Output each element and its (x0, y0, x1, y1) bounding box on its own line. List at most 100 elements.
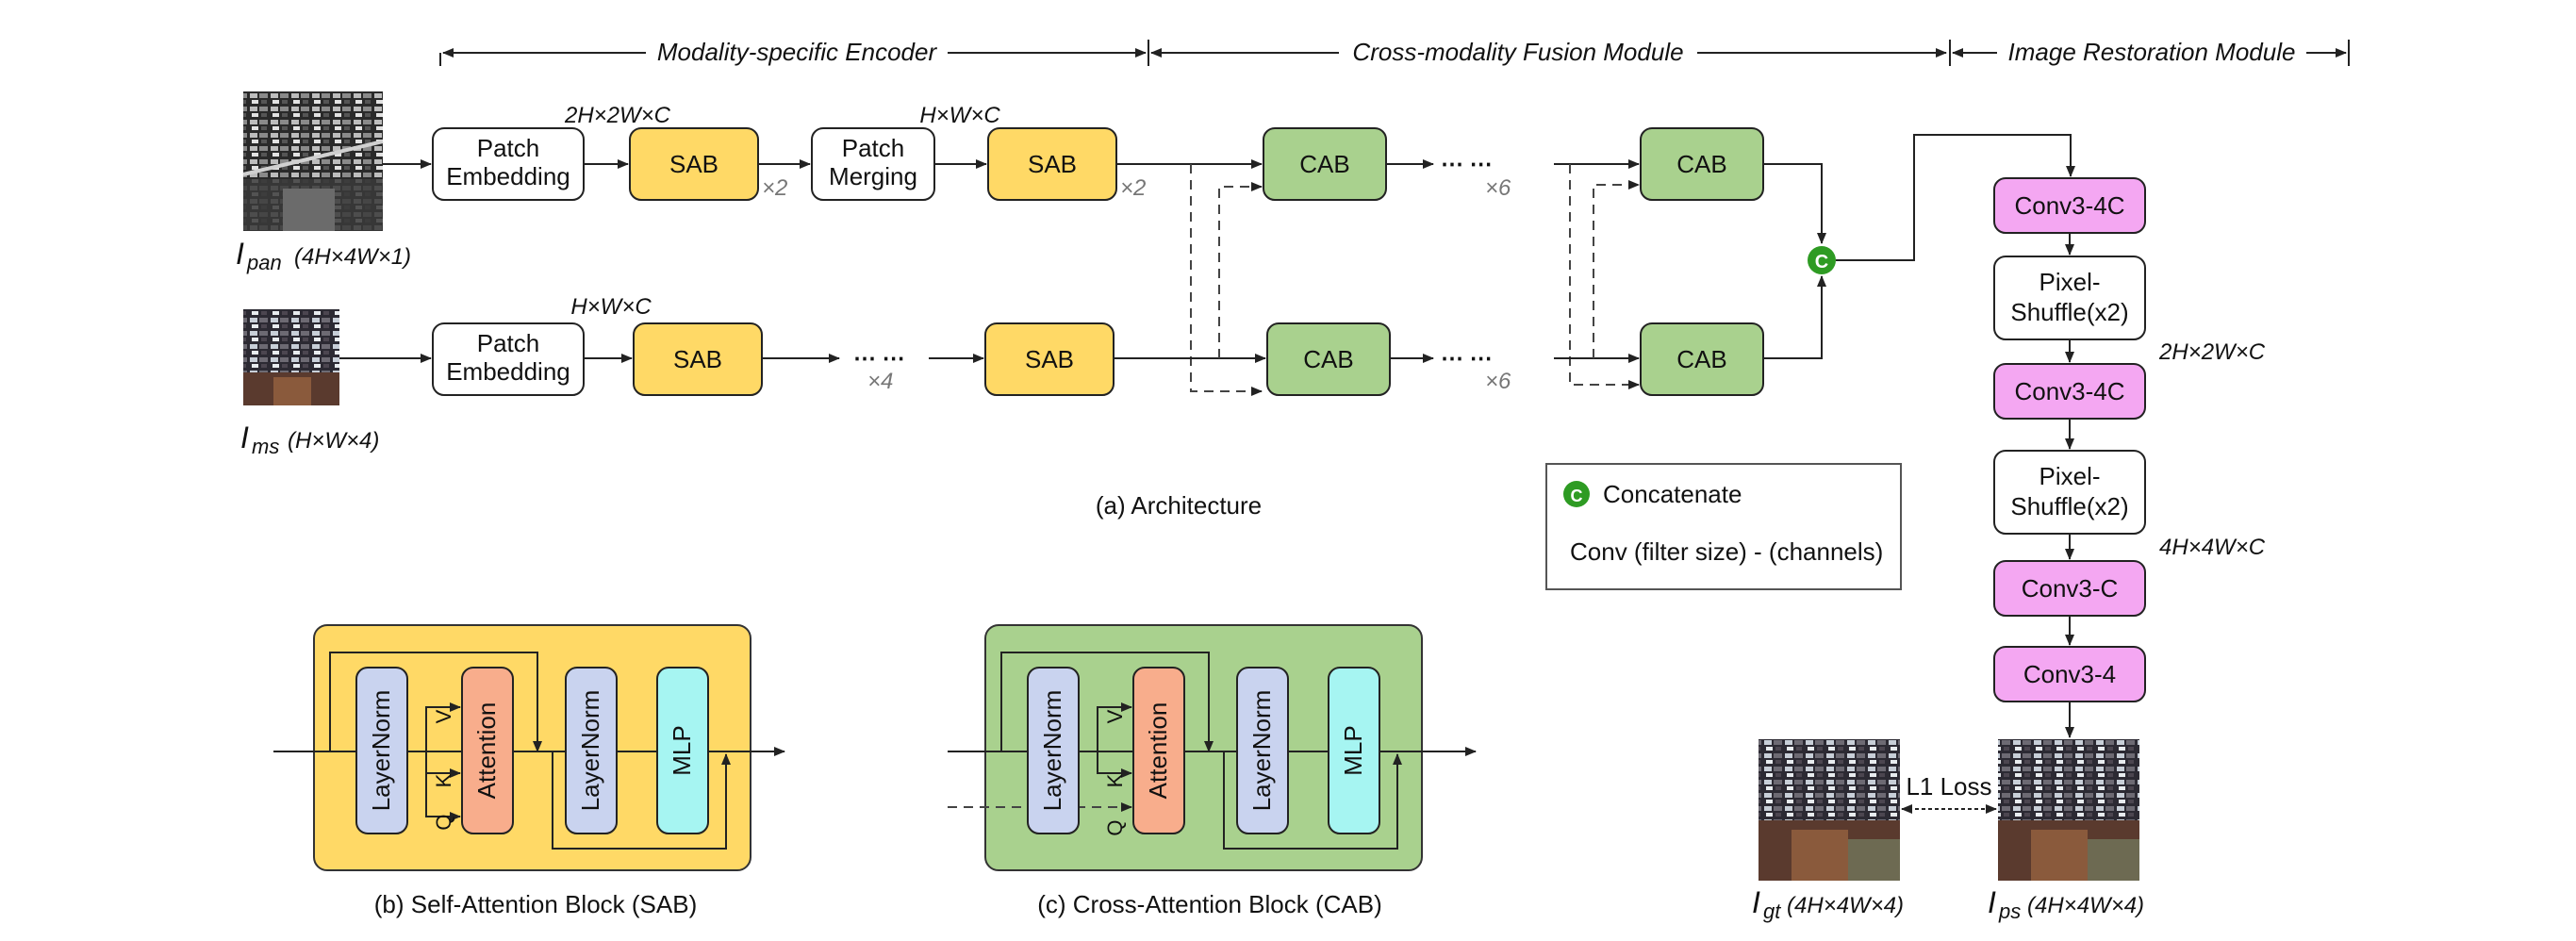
pan-subscript: pan (246, 251, 282, 274)
svg-text:Merging: Merging (829, 162, 917, 190)
repeat-x6-top: ×6 (1485, 175, 1511, 201)
ps-symbol: I (1988, 885, 1996, 919)
l1-loss-label: L1 Loss (1906, 772, 1991, 801)
legend-concatenate: Concatenate (1603, 480, 1742, 508)
svg-text:MLP: MLP (668, 725, 696, 775)
caption-architecture: (a) Architecture (1096, 491, 1262, 520)
gt-image (1759, 739, 1900, 881)
caption-cab: (c) Cross-Attention Block (CAB) (1037, 890, 1382, 918)
svg-text:K: K (1103, 773, 1127, 787)
dim-label-restore-2: 4H×4W×C (2159, 535, 2266, 560)
cab-bottom-2: CAB (1640, 322, 1764, 396)
ellipsis-bottom-left: ⋯ ⋯ (853, 346, 905, 371)
svg-text:Attention: Attention (472, 702, 501, 800)
sab-bottom-2: SAB (984, 322, 1115, 396)
svg-text:Conv3-4: Conv3-4 (2023, 660, 2116, 688)
svg-text:SAB: SAB (1025, 345, 1074, 373)
svg-text:LayerNorm: LayerNorm (1247, 690, 1276, 812)
gt-symbol: I (1752, 885, 1760, 919)
svg-text:Shuffle(x2): Shuffle(x2) (2010, 492, 2128, 520)
sab-detail: LayerNorm V K Q Attention LayerNorm MLP (273, 624, 785, 871)
conv3-4c-2: Conv3-4C (1993, 363, 2146, 420)
svg-text:Shuffle(x2): Shuffle(x2) (2010, 298, 2128, 326)
pan-symbol: I (236, 237, 244, 271)
pan-image (242, 91, 384, 231)
svg-text:Embedding: Embedding (446, 357, 570, 386)
cab-top-1: CAB (1263, 127, 1387, 201)
ps-subscript: ps (1998, 900, 2021, 923)
restoration-header-label: Image Restoration Module (2008, 38, 2296, 66)
dim-label-top-2: H×W×C (919, 103, 1000, 128)
svg-text:Patch: Patch (477, 329, 540, 357)
ms-dims: (H×W×4) (288, 428, 379, 454)
svg-text:V: V (1103, 709, 1127, 723)
patch-embedding-bottom: Patch Embedding (432, 322, 585, 396)
svg-text:Conv3-C: Conv3-C (2022, 574, 2119, 603)
repeat-x6-bottom: ×6 (1485, 369, 1511, 394)
dim-label-restore-1: 2H×2W×C (2158, 339, 2266, 365)
dim-label-bottom: H×W×C (570, 294, 652, 320)
header-encoder: Modality-specific Encoder (439, 38, 1149, 66)
svg-text:Embedding: Embedding (446, 162, 570, 190)
ellipsis-top: ⋯ ⋯ (1441, 152, 1493, 177)
dim-label-top-1: 2H×2W×C (564, 103, 671, 128)
pixel-shuffle-2: Pixel- Shuffle(x2) (1993, 450, 2146, 535)
svg-text:Conv3-4C: Conv3-4C (2014, 191, 2124, 220)
svg-text:K: K (432, 773, 455, 787)
svg-text:CAB: CAB (1676, 345, 1726, 373)
cab-detail: LayerNorm V K Q Attention LayerNorm MLP (948, 624, 1477, 871)
svg-text:Patch: Patch (842, 134, 905, 162)
ms-symbol: I (240, 421, 249, 454)
svg-text:SAB: SAB (673, 345, 722, 373)
svg-text:SAB: SAB (669, 150, 718, 178)
svg-text:Q: Q (432, 814, 455, 830)
conv3-4: Conv3-4 (1993, 646, 2146, 702)
cab-bottom-1: CAB (1266, 322, 1391, 396)
gt-dims: (4H×4W×4) (1787, 893, 1904, 918)
svg-text:Pixel-: Pixel- (2039, 462, 2100, 490)
sab-top-2: SAB (987, 127, 1117, 201)
svg-text:SAB: SAB (1028, 150, 1077, 178)
pixel-shuffle-1: Pixel- Shuffle(x2) (1993, 256, 2146, 340)
svg-text:Conv3-4C: Conv3-4C (2014, 377, 2124, 405)
header-restoration: Image Restoration Module (1952, 38, 2350, 66)
ms-image (243, 309, 339, 405)
ms-subscript: ms (252, 435, 279, 458)
svg-text:Q: Q (1103, 819, 1127, 835)
svg-text:Attention: Attention (1144, 702, 1172, 800)
svg-text:MLP: MLP (1339, 725, 1367, 775)
sab-top-1: SAB (629, 127, 759, 201)
svg-text:V: V (432, 709, 455, 723)
legend-conv: Conv (filter size) - (channels) (1570, 537, 1883, 566)
svg-text:Patch: Patch (477, 134, 540, 162)
svg-text:CAB: CAB (1676, 150, 1726, 178)
gt-subscript: gt (1763, 900, 1781, 923)
repeat-x4-bottom: ×4 (867, 369, 893, 394)
header-fusion: Cross-modality Fusion Module (1150, 38, 1951, 66)
svg-text:LayerNorm: LayerNorm (1038, 690, 1066, 812)
conv3-c: Conv3-C (1993, 560, 2146, 617)
fusion-header-label: Cross-modality Fusion Module (1352, 38, 1683, 66)
pan-dims: (4H×4W×1) (294, 244, 411, 270)
ps-image (1998, 739, 2139, 881)
patch-merging-top: Patch Merging (811, 127, 935, 201)
svg-text:Pixel-: Pixel- (2039, 268, 2100, 296)
svg-text:C: C (1571, 487, 1583, 505)
ellipsis-bottom-right: ⋯ ⋯ (1441, 346, 1493, 371)
concat-node: C (1808, 246, 1836, 274)
ps-dims: (4H×4W×4) (2027, 893, 2144, 918)
patch-embedding-top: Patch Embedding (432, 127, 585, 201)
cab-top-2: CAB (1640, 127, 1764, 201)
encoder-header-label: Modality-specific Encoder (657, 38, 938, 66)
repeat-x2-top-1: ×2 (762, 175, 787, 201)
repeat-x2-top-2: ×2 (1120, 175, 1146, 201)
svg-text:LayerNorm: LayerNorm (576, 690, 604, 812)
caption-sab: (b) Self-Attention Block (SAB) (374, 890, 697, 918)
conv3-4c-1: Conv3-4C (1993, 177, 2146, 234)
svg-text:C: C (1815, 252, 1828, 272)
svg-text:CAB: CAB (1299, 150, 1349, 178)
svg-text:LayerNorm: LayerNorm (367, 690, 395, 812)
svg-text:CAB: CAB (1303, 345, 1353, 373)
